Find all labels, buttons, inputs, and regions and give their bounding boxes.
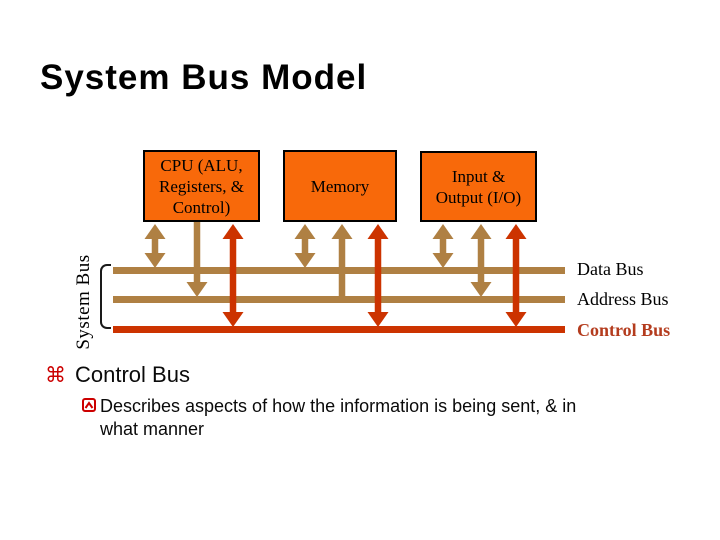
cpu-address-bus-arrow bbox=[186, 222, 208, 297]
cpu-box: CPU (ALU, Registers, & Control) bbox=[143, 150, 260, 222]
cpu-control-bus-arrow bbox=[222, 224, 244, 327]
bullet-describes-line1: Describes aspects of how the information… bbox=[100, 396, 577, 416]
slide-title: System Bus Model bbox=[40, 58, 368, 97]
data-bus-label: Data Bus bbox=[577, 259, 644, 279]
system-bus-bracket bbox=[100, 264, 111, 329]
address-bus-line bbox=[113, 296, 565, 303]
memory-address-bus-arrow bbox=[331, 224, 353, 298]
io-box-label: Input & bbox=[451, 166, 506, 186]
control-bus-label: Control Bus bbox=[577, 320, 671, 340]
command-bullet-icon: ⌘ bbox=[45, 363, 66, 387]
cpu-box-label: Registers, & bbox=[159, 176, 244, 196]
io-box: Input & Output (I/O) bbox=[420, 151, 537, 222]
io-box-label: Output (I/O) bbox=[435, 187, 522, 207]
memory-data-bus-arrow bbox=[294, 224, 316, 268]
cpu-box-label: Control) bbox=[172, 197, 231, 217]
caret-box-bullet-icon bbox=[82, 398, 96, 412]
bullet-describes: Describes aspects of how the information… bbox=[82, 395, 576, 441]
memory-control-bus-arrow bbox=[367, 224, 389, 327]
address-bus-label: Address Bus bbox=[577, 289, 669, 309]
memory-box-label: Memory bbox=[310, 176, 370, 196]
bullet-control-bus-label: Control Bus bbox=[75, 362, 190, 387]
system-bus-group-label: System Bus bbox=[73, 254, 94, 350]
memory-box: Memory bbox=[283, 150, 397, 222]
cpu-data-bus-arrow bbox=[144, 224, 166, 268]
io-data-bus-arrow bbox=[432, 224, 454, 268]
control-bus-line bbox=[113, 326, 565, 333]
bullet-control-bus: ⌘ Control Bus bbox=[45, 362, 190, 388]
cpu-box-label: CPU (ALU, bbox=[160, 155, 243, 175]
io-address-bus-arrow bbox=[470, 224, 492, 297]
bullet-describes-text: Describes aspects of how the information… bbox=[100, 395, 576, 441]
data-bus-line bbox=[113, 267, 565, 274]
bullet-describes-line2: what manner bbox=[100, 419, 205, 439]
io-control-bus-arrow bbox=[505, 224, 527, 327]
